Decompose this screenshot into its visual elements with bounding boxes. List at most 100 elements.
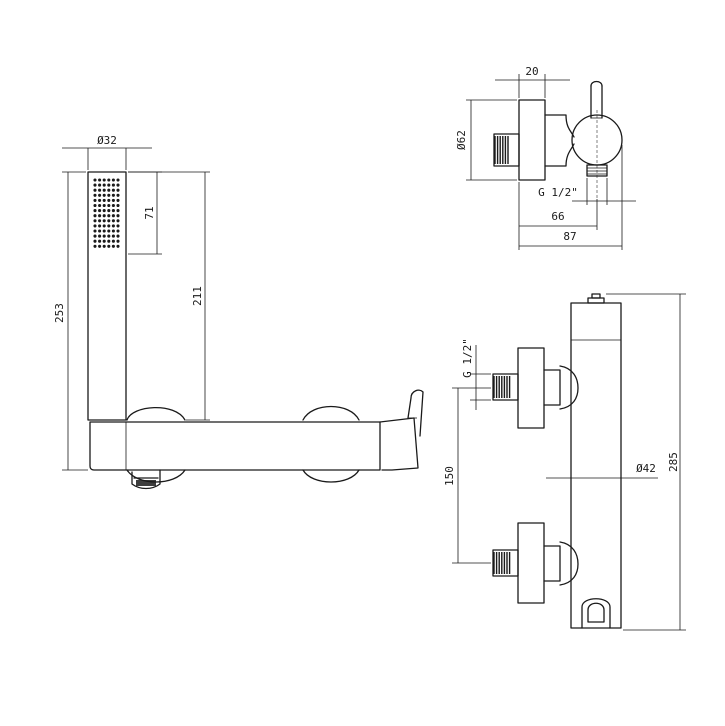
nozzle-dot xyxy=(111,178,115,182)
nozzle-dot xyxy=(111,203,115,208)
thread-side-view xyxy=(494,136,509,164)
thread-lower-connection xyxy=(493,552,511,574)
nozzle-dot xyxy=(107,188,111,192)
nozzle-dot xyxy=(111,198,115,202)
nozzle-dot xyxy=(116,183,120,187)
nozzle-dot xyxy=(107,198,111,202)
dimension-height-253: 253 xyxy=(53,171,88,471)
dim-label-g-half-side: G 1/2" xyxy=(538,186,578,199)
dimension-thread-front: G 1/2" xyxy=(461,338,491,410)
dimension-depth-66: 66 xyxy=(518,182,598,250)
nozzle-dot xyxy=(116,239,120,243)
nozzle-dot xyxy=(107,219,111,223)
nozzle-dot xyxy=(93,229,97,233)
dim-label-253: 253 xyxy=(53,303,66,323)
dimension-depth-87: 87 xyxy=(519,145,623,250)
dimension-spacing-150: 150 xyxy=(443,387,491,564)
dimension-diameter-62: Ø62 xyxy=(455,99,517,181)
nozzle-dot xyxy=(116,178,120,182)
nozzle-dot xyxy=(116,193,120,197)
nozzle-dot xyxy=(98,229,102,233)
nozzle-dot xyxy=(93,193,97,197)
nozzle-dot xyxy=(93,239,97,243)
nozzle-dot xyxy=(107,229,111,233)
nozzle-dot xyxy=(98,178,102,182)
nozzle-dot xyxy=(98,188,102,192)
dim-label-62: Ø62 xyxy=(455,130,468,150)
nozzle-dot xyxy=(98,198,102,202)
nozzle-dot xyxy=(98,183,102,187)
nozzle-dot xyxy=(107,203,111,208)
nozzle-dot xyxy=(93,244,97,248)
nozzle-dot xyxy=(116,214,120,218)
nozzle-dot xyxy=(107,214,111,218)
dimension-height-211: 211 xyxy=(128,171,210,421)
hand-shower-front-view xyxy=(87,171,127,421)
nozzle-dot xyxy=(102,219,106,223)
nozzle-dot xyxy=(102,244,106,248)
nozzle-dot xyxy=(116,209,120,213)
nozzle-dot xyxy=(116,224,120,228)
nozzle-dot xyxy=(107,209,111,213)
nozzle-dot xyxy=(98,214,102,218)
nozzle-dot xyxy=(93,183,97,187)
dim-label-87: 87 xyxy=(563,230,576,243)
nozzle-dot xyxy=(116,244,120,248)
nozzle-dot xyxy=(98,209,102,213)
nozzle-dot xyxy=(98,234,102,238)
nozzle-dot xyxy=(102,183,106,187)
nozzle-dot xyxy=(93,198,97,202)
nozzle-dot xyxy=(107,183,111,187)
nozzle-dot xyxy=(107,234,111,238)
nozzle-dot xyxy=(102,188,106,192)
dim-label-42: Ø42 xyxy=(636,462,656,475)
nozzle-dot xyxy=(98,203,102,208)
dim-label-285: 285 xyxy=(667,452,680,472)
nozzle-dot xyxy=(93,188,97,192)
nozzle-dot xyxy=(102,193,106,197)
nozzle-dot xyxy=(111,214,115,218)
nozzle-dot xyxy=(116,198,120,202)
mixer-back-view xyxy=(492,293,622,629)
dim-label-g-half-front: G 1/2" xyxy=(461,338,474,378)
dimension-diameter-32: Ø32 xyxy=(62,134,152,170)
nozzle-dot xyxy=(102,239,106,243)
nozzle-dot xyxy=(111,229,115,233)
nozzle-dot xyxy=(102,214,106,218)
nozzle-dot xyxy=(107,244,111,248)
nozzle-dot xyxy=(93,219,97,223)
nozzle-dot xyxy=(111,234,115,238)
dimension-width-20: 20 xyxy=(495,65,570,98)
nozzle-dot xyxy=(102,229,106,233)
nozzle-dot xyxy=(98,219,102,223)
dimension-diameter-42: Ø42 xyxy=(546,462,658,479)
nozzle-dot xyxy=(93,234,97,238)
nozzle-dot xyxy=(102,209,106,213)
nozzle-dot xyxy=(107,193,111,197)
nozzle-dot xyxy=(116,234,120,238)
nozzle-dot xyxy=(93,178,97,182)
dimension-height-71: 71 xyxy=(128,171,162,255)
thread-upper-connection xyxy=(493,376,511,398)
nozzle-dot xyxy=(98,244,102,248)
nozzle-dot xyxy=(93,214,97,218)
nozzle-dot xyxy=(102,178,106,182)
dim-label-20: 20 xyxy=(525,65,538,78)
nozzle-dot xyxy=(93,224,97,228)
nozzle-dot xyxy=(98,193,102,197)
dimension-length-285: 285 xyxy=(606,293,686,631)
nozzle-dot xyxy=(111,219,115,223)
nozzle-dot xyxy=(102,198,106,202)
mixer-side-view xyxy=(493,80,623,198)
nozzle-dot xyxy=(93,209,97,213)
spray-nozzles xyxy=(93,178,120,248)
mixer-body-front-view xyxy=(89,389,424,490)
nozzle-dot xyxy=(107,239,111,243)
dim-label-66: 66 xyxy=(551,210,564,223)
nozzle-dot xyxy=(102,234,106,238)
dim-label-211: 211 xyxy=(191,286,204,306)
nozzle-dot xyxy=(111,188,115,192)
nozzle-dot xyxy=(111,224,115,228)
nozzle-dot xyxy=(111,239,115,243)
